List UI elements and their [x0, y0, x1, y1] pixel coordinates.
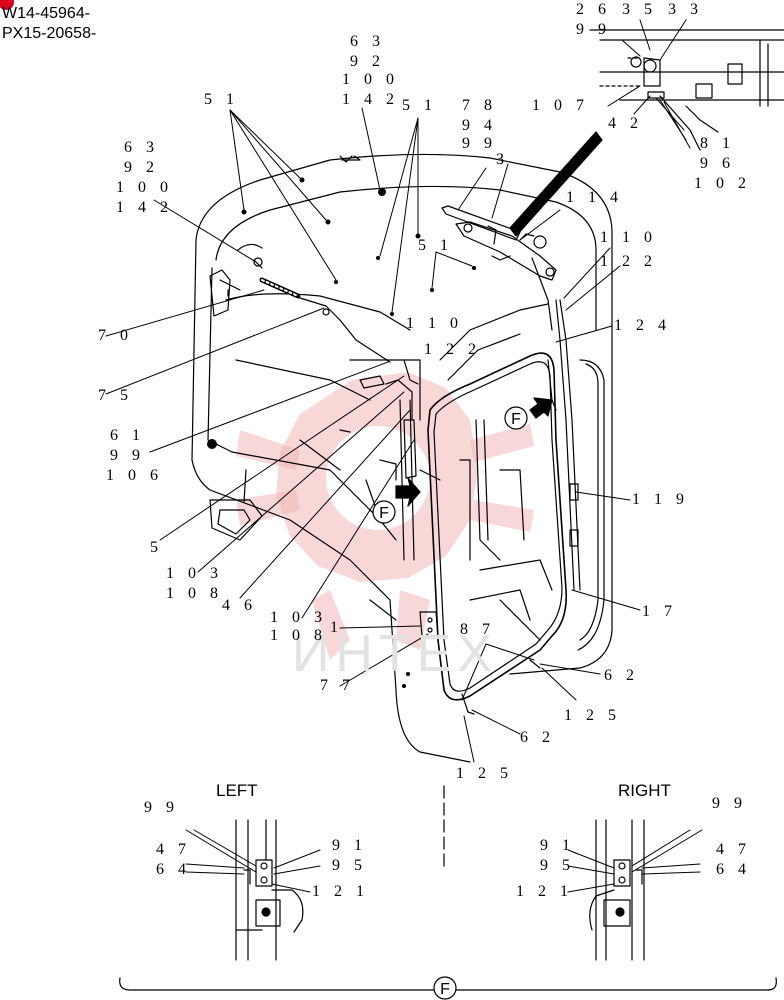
view-marker-f-bottom: F [440, 981, 450, 998]
part-callout: 9 1 [332, 837, 367, 854]
part-callout: 1 1 0 [406, 315, 463, 332]
part-callout: 9 2 [350, 53, 385, 70]
part-callout: 1 2 2 [424, 341, 481, 358]
part-callout: 1 2 5 [456, 765, 513, 782]
view-arrow-wedge [509, 131, 603, 237]
part-callout: 6 3 [350, 33, 385, 50]
part-callout: 6 3 [124, 139, 159, 156]
part-callout: 6 2 [604, 667, 639, 684]
door-frame [427, 299, 605, 701]
part-callout: 9 9 [462, 135, 497, 152]
part-callout: 1 0 3 [166, 565, 223, 582]
view-marker-f-left: F [379, 505, 389, 522]
part-callout: 9 6 [700, 155, 735, 172]
part-callout: 1 0 7 [532, 97, 589, 114]
part-callout: 1 [330, 619, 343, 636]
part-callout: 1 0 0 [116, 179, 173, 196]
part-callout: 7 8 [462, 97, 497, 114]
part-callout: 1 0 0 [342, 71, 399, 88]
part-callout: 1 4 2 [342, 91, 399, 108]
view-marker-f-right: F [511, 411, 521, 428]
caption-left: LEFT [216, 781, 258, 800]
part-callout: 7 7 [320, 677, 355, 694]
alert-badge-icon [0, 0, 14, 10]
part-callout: 1 0 8 [166, 585, 223, 602]
part-callout: 9 2 [124, 159, 159, 176]
part-callout: 9 4 [462, 117, 497, 134]
part-callout: 3 [496, 151, 509, 168]
top-hinge-bracket [441, 205, 557, 331]
part-callout: 1 2 4 [614, 317, 671, 334]
right-detail [567, 819, 703, 961]
inset-top-right [589, 29, 784, 151]
part-callout: 4 2 [608, 115, 643, 132]
part-callout: 7 5 [98, 387, 133, 404]
part-callout: 9 5 [332, 857, 367, 874]
part-callout: 6 1 [110, 427, 145, 444]
part-callout: 9 5 [540, 857, 575, 874]
part-callout: 1 0 8 [270, 627, 327, 644]
left-front-post [209, 269, 421, 561]
serial-range-1: W14-45964- [2, 5, 91, 22]
part-callout: 1 0 6 [106, 467, 163, 484]
part-callout: 9 9 [144, 799, 179, 816]
part-callout: 1 2 2 [600, 253, 657, 270]
part-callout: 1 4 2 [116, 199, 173, 216]
part-callout: 3 5 [622, 1, 657, 18]
part-callout: 7 0 [98, 327, 133, 344]
part-callout: 2 6 [576, 1, 611, 18]
part-callout: 9 9 [712, 795, 747, 812]
door-latch [403, 359, 579, 715]
part-callout: 9 1 [540, 837, 575, 854]
part-callout: 9 9 [110, 447, 145, 464]
part-callout: 1 1 9 [632, 491, 689, 508]
part-callout: 1 7 [642, 603, 677, 620]
part-callout: 5 1 [402, 97, 437, 114]
part-callout: 4 6 [222, 597, 257, 614]
part-callout: 1 2 5 [564, 707, 621, 724]
part-callout: 1 2 1 [312, 883, 369, 900]
part-callout: 6 4 [716, 861, 751, 878]
cab-shell [191, 153, 613, 763]
part-callout: 5 1 [204, 91, 239, 108]
serial-range-2: PX15-20658- [2, 25, 97, 42]
part-callout: 5 [150, 539, 163, 556]
f-arrow-markers [372, 397, 553, 524]
part-callout: 8 7 [460, 621, 495, 638]
part-callout: 6 4 [156, 861, 191, 878]
watermark-text: ИНТЕХ [292, 625, 499, 683]
part-callout: 4 7 [156, 841, 191, 858]
part-callout: 1 0 2 [694, 175, 751, 192]
part-callout: 1 2 1 [516, 883, 573, 900]
part-callout: 8 1 [700, 135, 735, 152]
left-detail [185, 819, 321, 961]
leader-lines [105, 19, 691, 763]
part-callout: 1 1 0 [600, 229, 657, 246]
part-callout: 1 1 4 [566, 189, 623, 206]
view-bracket [119, 977, 777, 991]
caption-right: RIGHT [618, 781, 671, 800]
gas-strut [237, 243, 391, 363]
roof-panel [219, 279, 411, 401]
cab-interior [209, 303, 553, 641]
part-callout: 4 7 [716, 841, 751, 858]
part-callout: 9 9 [576, 21, 611, 38]
part-callout: 3 3 [668, 1, 703, 18]
part-callout: 5 1 [418, 237, 453, 254]
part-callout: 6 2 [520, 729, 555, 746]
part-callout: 1 0 3 [270, 609, 327, 626]
